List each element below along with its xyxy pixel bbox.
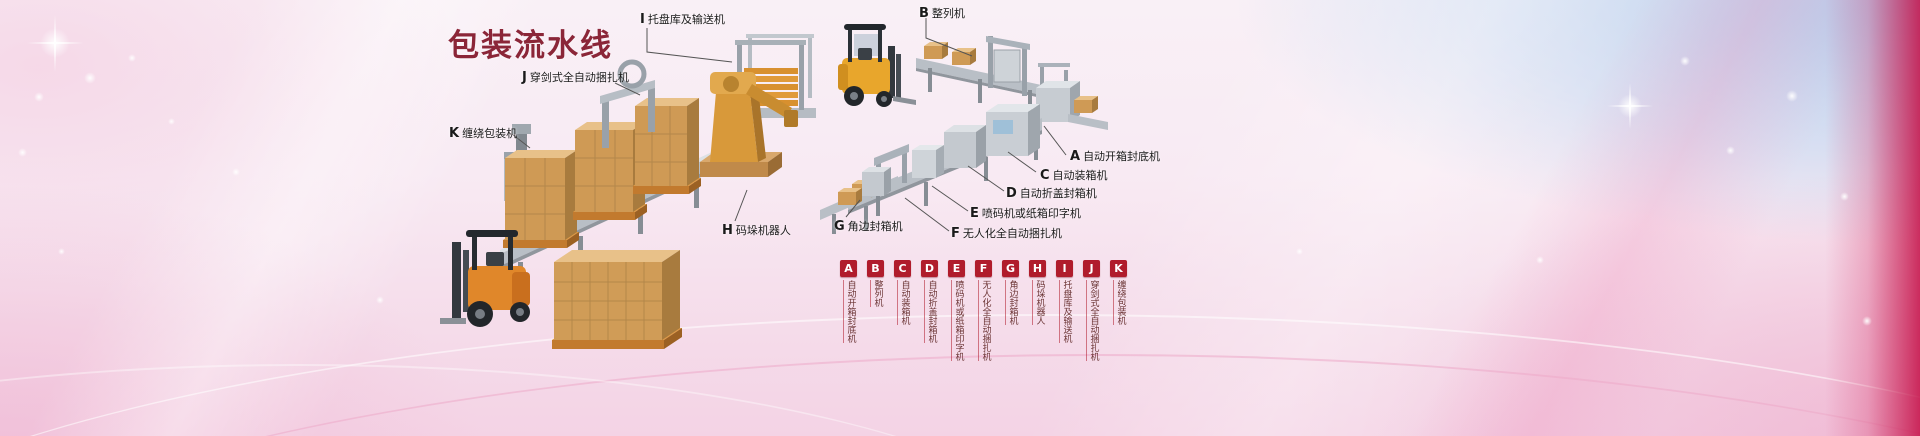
callout-label: 自动折盖封箱机 <box>1019 187 1097 200</box>
legend-label: 缠绕包装机 <box>1112 280 1126 325</box>
callout-label: 托盘库及输送机 <box>647 13 725 26</box>
callout-label: 无人化全自动捆扎机 <box>962 227 1062 240</box>
sparkle <box>34 92 44 102</box>
legend-label: 角边封箱机 <box>1004 280 1018 325</box>
legend-badge: K <box>1110 260 1127 277</box>
sparkle <box>18 148 27 157</box>
legend-label: 喷码机或纸箱印字机 <box>950 280 964 361</box>
callout-letter: F <box>951 226 960 241</box>
callout-label: 码垛机器人 <box>735 224 791 237</box>
callout-letter: B <box>919 6 929 21</box>
legend-badge: D <box>921 260 938 277</box>
legend-badge: C <box>894 260 911 277</box>
legend-badge: B <box>867 260 884 277</box>
sparkle <box>58 248 65 255</box>
callout-leader-lines <box>511 18 1067 232</box>
sparkle <box>40 28 70 58</box>
right-edge-ribbon <box>1825 0 1920 436</box>
sparkle <box>1536 256 1544 264</box>
legend-badge: H <box>1029 260 1046 277</box>
callout-letter: K <box>449 126 460 141</box>
corner-sealer-line <box>820 167 898 234</box>
legend-label: 整列机 <box>869 280 883 307</box>
strapping-machine <box>600 59 655 148</box>
sparkle <box>1296 248 1303 255</box>
sparkle <box>1618 94 1642 118</box>
callout-letter: H <box>722 223 733 238</box>
legend-label: 码垛机器人 <box>1031 280 1045 325</box>
packing-line <box>848 104 1042 230</box>
sparkle <box>376 296 384 304</box>
legend-badge: G <box>1002 260 1019 277</box>
callout-letter: D <box>1006 186 1017 201</box>
sparkle <box>1726 146 1735 155</box>
legend-badge: F <box>975 260 992 277</box>
callout-letter: A <box>1070 149 1081 164</box>
legend-label: 穿剑式全自动捆扎机 <box>1085 280 1099 361</box>
sparkle <box>128 54 136 62</box>
callout-letter: J <box>522 70 527 85</box>
legend-item: E 喷码机或纸箱印字机 <box>948 260 965 361</box>
forklift-left <box>440 230 530 327</box>
callout-letter: G <box>834 219 845 234</box>
legend-item: G 角边封箱机 <box>1002 260 1019 361</box>
legend-badge: E <box>948 260 965 277</box>
legend-item: C 自动装箱机 <box>894 260 911 361</box>
collator-line <box>916 36 1046 114</box>
legend-item: F 无人化全自动捆扎机 <box>975 260 992 361</box>
legend-item: B 整列机 <box>867 260 884 361</box>
forklift-top <box>838 24 916 107</box>
sparkle <box>1786 90 1798 102</box>
legend-item: K 缠绕包装机 <box>1110 260 1127 361</box>
legend-item: I 托盘库及输送机 <box>1056 260 1073 361</box>
sparkle <box>1840 192 1849 201</box>
callout-label: 自动开箱封底机 <box>1083 150 1161 163</box>
legend-item: H 码垛机器人 <box>1029 260 1046 361</box>
legend-badge: A <box>840 260 857 277</box>
callout-label: 角边封箱机 <box>847 220 903 233</box>
callout-label: 穿剑式全自动捆扎机 <box>529 71 629 84</box>
legend-label: 托盘库及输送机 <box>1058 280 1072 343</box>
callout-label: 缠绕包装机 <box>462 127 518 140</box>
page-title: 包装流水线 <box>448 28 613 64</box>
callout-letter: I <box>640 12 645 27</box>
pallet-stack-large <box>552 250 682 349</box>
legend-item: J 穿剑式全自动捆扎机 <box>1083 260 1100 361</box>
legend-badge: I <box>1056 260 1073 277</box>
sparkle <box>232 168 240 176</box>
palletizing-robot <box>700 72 798 177</box>
legend-item: D 自动折盖封箱机 <box>921 260 938 361</box>
callout-letter: C <box>1040 168 1050 183</box>
legend-item: A 自动开箱封底机 <box>840 260 857 361</box>
callout-letter: E <box>970 206 979 221</box>
callout-label: 喷码机或纸箱印字机 <box>981 207 1081 220</box>
pallet-stack <box>503 150 579 248</box>
legend-label: 无人化全自动捆扎机 <box>977 280 991 361</box>
callout-label: 自动装箱机 <box>1052 169 1108 182</box>
callout-label: 整列机 <box>931 7 965 20</box>
legend-label: 自动开箱封底机 <box>842 280 856 343</box>
machine-legend: A 自动开箱封底机 B 整列机 C 自动装箱机 D 自动折盖封箱机 E 喷码机或… <box>840 260 1127 361</box>
sparkle <box>168 118 175 125</box>
sparkle <box>84 72 96 84</box>
legend-badge: J <box>1083 260 1100 277</box>
pallet-stack <box>633 98 701 194</box>
legend-label: 自动折盖封箱机 <box>923 280 937 343</box>
case-erector <box>1036 63 1108 130</box>
sparkle <box>1680 56 1690 66</box>
legend-label: 自动装箱机 <box>896 280 910 325</box>
sparkle <box>1862 316 1872 326</box>
